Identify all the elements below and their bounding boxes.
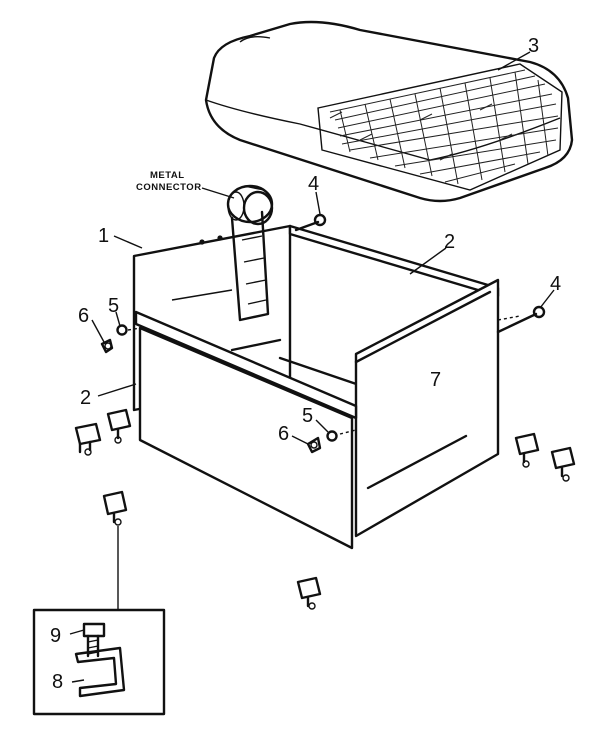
- clamp-right-2: [550, 446, 576, 482]
- washer-part-5-center: [326, 430, 338, 442]
- bed-box-frame: [127, 184, 521, 550]
- label-part-6-center: 6: [278, 423, 289, 445]
- label-part-7: 7: [430, 369, 441, 391]
- label-part-8: 8: [52, 671, 63, 693]
- wing-nut-part-6-center: [306, 436, 322, 454]
- clamp-detail-inset: [32, 608, 166, 716]
- panel-part-7: [354, 278, 500, 538]
- label-part-4-right: 4: [550, 273, 561, 295]
- label-connector: CONNECTOR: [136, 182, 202, 193]
- clamp-right-1: [514, 432, 540, 468]
- label-part-3: 3: [528, 35, 539, 57]
- label-part-1: 1: [98, 225, 109, 247]
- bolt-part-4-top: [294, 213, 327, 232]
- cushion-mesh: [317, 63, 563, 191]
- clamp-bottom: [296, 576, 322, 610]
- label-part-5-left: 5: [108, 295, 119, 317]
- label-metal: METAL: [150, 170, 185, 181]
- clamp-body-part-8: [74, 646, 126, 698]
- bolt-part-4-right: [496, 305, 546, 334]
- clamp-left-1: [74, 422, 102, 456]
- rail-part-2-back: [288, 224, 500, 298]
- clamp-left-detail: [102, 490, 128, 526]
- label-part-6-left: 6: [78, 305, 89, 327]
- label-part-4-top: 4: [308, 173, 319, 195]
- panel-front: [138, 326, 354, 550]
- washer-part-5-left: [116, 324, 128, 336]
- label-part-2-left: 2: [80, 387, 91, 409]
- wing-nut-part-6-left: [100, 338, 114, 354]
- metal-connector: [171, 184, 274, 322]
- label-part-2-top: 2: [444, 231, 455, 253]
- leader-lines: [91, 51, 555, 445]
- rail-part-2-front: [134, 310, 358, 420]
- label-part-9: 9: [50, 625, 61, 647]
- label-part-5-center: 5: [302, 405, 313, 427]
- cushion-pad: [204, 20, 574, 203]
- clamp-left-2: [106, 408, 132, 444]
